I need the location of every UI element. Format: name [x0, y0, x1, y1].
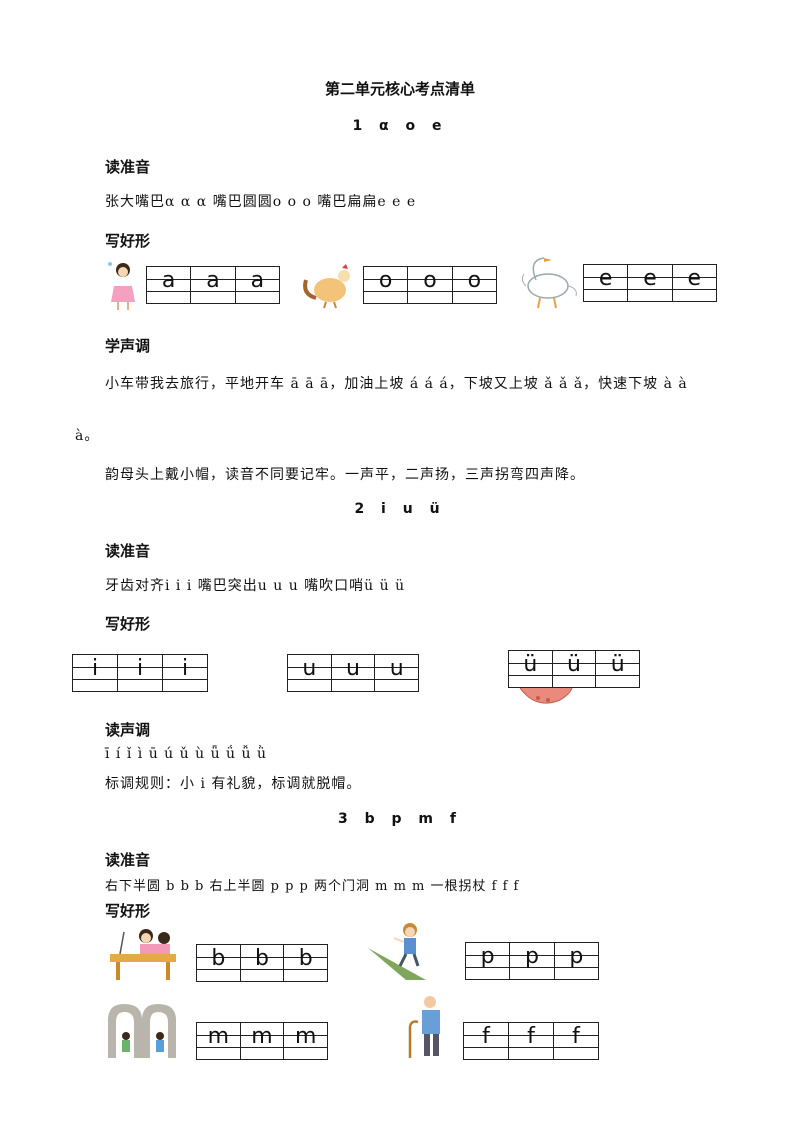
writing-grid-f: f f f: [463, 1022, 599, 1060]
writing-grid-i: i i i: [72, 654, 208, 692]
grid-cell: i: [73, 655, 118, 691]
grid-letter: o: [467, 268, 482, 293]
grid-letter: a: [161, 268, 176, 293]
grid-cell: a: [236, 267, 279, 303]
goose-picture: [521, 257, 577, 309]
section-3-heading: 3 b p m f: [338, 811, 462, 827]
old-man-cane-picture: [408, 996, 440, 1058]
tone-rule: 标调规则：小 i 有礼貌，标调就脱帽。: [105, 776, 362, 792]
grid-letter: o: [423, 268, 437, 293]
writing-grid-b: b b b: [196, 944, 328, 982]
grid-letter: u: [302, 656, 317, 681]
grid-cell: i: [118, 655, 163, 691]
grid-letter: i: [136, 656, 144, 681]
grid-cell: b: [241, 945, 285, 981]
grid-letter: p: [569, 944, 584, 969]
grid-cell: f: [464, 1023, 509, 1059]
section-2-heading: 2 i u ü: [354, 501, 446, 517]
grid-letter: a: [206, 268, 220, 293]
tone-rhyme: 韵母头上戴小帽，读音不同要记牢。一声平，二声扬，三声拐弯四声降。: [105, 467, 585, 483]
grid-cell: b: [284, 945, 327, 981]
grid-letter: m: [294, 1024, 317, 1049]
read-title-1: 读准音: [105, 158, 151, 176]
read-title-2: 读准音: [105, 542, 151, 560]
grid-cell: ü: [509, 651, 553, 687]
grid-letter: b: [255, 946, 269, 971]
grid-cell: a: [191, 267, 236, 303]
grid-cell: o: [408, 267, 453, 303]
grid-cell: ü: [553, 651, 597, 687]
grid-letter: ü: [567, 652, 581, 677]
grid-cell: u: [375, 655, 418, 691]
grid-letter: u: [389, 656, 404, 681]
read-title-3: 读准音: [105, 851, 151, 869]
grid-letter: a: [250, 268, 265, 293]
rooster-picture: [303, 264, 350, 309]
grid-cell: p: [510, 943, 555, 979]
writing-grid-e: e e e: [583, 264, 717, 302]
grid-letter: m: [251, 1024, 273, 1049]
grid-cell: i: [163, 655, 207, 691]
arch-picture: [108, 1004, 176, 1058]
read-line-1: 张大嘴巴α α α 嘴巴圆圆o o o 嘴巴扁扁e e e: [105, 194, 417, 210]
grid-cell: f: [509, 1023, 554, 1059]
grid-letter: f: [572, 1024, 580, 1049]
grid-cell: p: [466, 943, 511, 979]
write-title-2: 写好形: [105, 615, 151, 633]
grid-letter: f: [482, 1024, 490, 1049]
grid-letter: e: [598, 266, 613, 291]
read-line-2: 牙齿对齐i i i 嘴巴突出u u u 嘴吹口哨ü ü ü: [105, 578, 406, 594]
writing-grid-v: ü ü ü: [508, 650, 640, 688]
tone-title-2: 读声调: [105, 721, 151, 739]
grid-letter: ü: [610, 652, 625, 677]
grid-cell: e: [673, 265, 716, 301]
grid-letter: e: [687, 266, 702, 291]
write-title-1: 写好形: [105, 232, 151, 250]
grid-letter: ü: [523, 652, 538, 677]
writing-grid-p: p p p: [465, 942, 599, 980]
writing-grid-u: u u u: [287, 654, 419, 692]
grid-letter: b: [211, 946, 226, 971]
grid-cell: o: [364, 267, 409, 303]
tone-title-1: 学声调: [105, 337, 151, 355]
read-line-3: 右下半圆 b b b 右上半圆 p p p 两个门洞 m m m 一根拐杖 f …: [105, 879, 520, 894]
fish-picture: [519, 687, 573, 704]
grid-cell: f: [554, 1023, 598, 1059]
grid-letter: p: [525, 944, 539, 969]
grid-cell: a: [147, 267, 192, 303]
grid-cell: e: [628, 265, 673, 301]
tone-line-1: 小车带我去旅行，平地开车 ā ā ā，加油上坡 á á á，下坡又上坡 ǎ ǎ …: [105, 376, 688, 392]
grid-cell: ü: [596, 651, 639, 687]
grid-letter: i: [91, 656, 99, 681]
writing-grid-o: o o o: [363, 266, 497, 304]
section-1-heading: 1 α o e: [352, 118, 448, 134]
writing-grid-m: m m m: [196, 1022, 328, 1060]
grid-cell: m: [284, 1023, 327, 1059]
grid-letter: f: [527, 1024, 535, 1049]
writing-grid-a: a a a: [146, 266, 280, 304]
grid-letter: e: [643, 266, 657, 291]
grid-cell: m: [241, 1023, 285, 1059]
grid-letter: u: [346, 656, 360, 681]
grid-letter: o: [378, 268, 393, 293]
grid-cell: p: [555, 943, 598, 979]
tone-line-2: à。: [75, 428, 100, 444]
grid-letter: b: [298, 946, 313, 971]
grid-letter: p: [480, 944, 495, 969]
write-title-3: 写好形: [105, 902, 151, 920]
grid-cell: e: [584, 265, 629, 301]
tone-marks-2: ī í ǐ ì ū ú ǔ ù ǖ ǘ ǚ ǜ: [105, 746, 267, 762]
grid-cell: u: [288, 655, 332, 691]
page-title: 第二单元核心考点清单: [324, 80, 475, 98]
climbing-boy-picture: [368, 923, 426, 980]
grid-letter: m: [207, 1024, 230, 1049]
grid-cell: m: [197, 1023, 241, 1059]
grid-cell: o: [453, 267, 496, 303]
grid-letter: i: [181, 656, 189, 681]
grid-cell: b: [197, 945, 241, 981]
girl-picture: [108, 262, 135, 310]
kids-table-picture: [110, 929, 176, 980]
grid-cell: u: [332, 655, 376, 691]
